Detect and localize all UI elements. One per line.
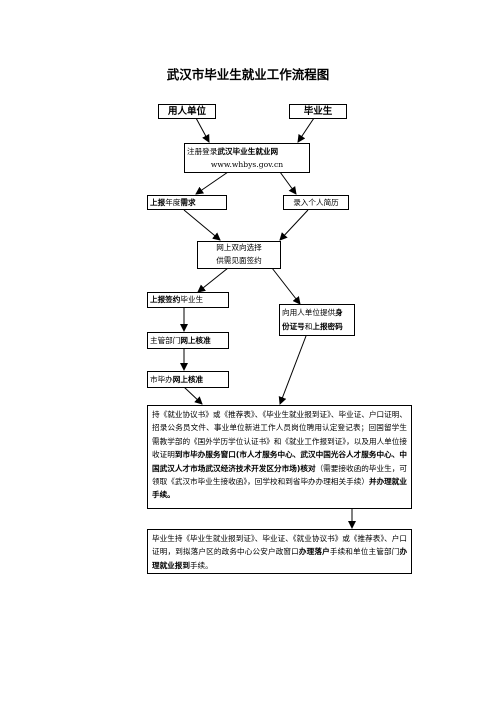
online-selection-box: 网上双向选择 供需见面签约 [197,241,281,269]
report-sign-part1: 上报签约 [150,295,181,304]
report-sign-box: 上报签约毕业生 [147,292,229,308]
employer-report-part2: 年度 [165,198,181,207]
provide-line2b: 和 [304,322,313,331]
graduate-resume-box: 录入个人简历 [283,195,349,210]
provide-id-box: 向用人单位提供身 份证号和上报密码 [279,304,355,336]
graduate-box: 毕业生 [289,104,347,119]
step2-dept: 手续和单位主管部门 [329,547,400,557]
dept-check-box: 主管部门网上核准 [147,332,229,349]
provide-line1a: 向用人单位提供 [282,308,336,317]
city-check-box: 市毕办网上核准 [147,371,229,388]
provide-line2a: 份证号 [282,322,305,331]
report-sign-part2: 毕业生 [180,295,204,304]
city-check-part2: 网上核准 [172,375,204,384]
step2-end: 手续。 [189,560,213,570]
register-url: www.whbys.gov.cn [210,160,284,169]
step1-windows: 到市毕办服务窗口(市人才服务中心、武汉中国光谷人才服务中心、中国武汉人才市场武汉… [152,450,408,473]
employer-report-box: 上报年度需求 [147,195,227,210]
provide-line1b: 身 [335,308,343,317]
step2-report: 办理就业报到 [152,547,408,570]
step1-box: 持《就业协议书》或《推荐表》、《毕业生就业报到证》、毕业证、户口证明、招录公务员… [147,405,412,509]
arrow-employer-to-register [195,117,210,143]
step1-note: （需要接收函的毕业生，可领取《武汉市毕业生接收函》，回学校和到省毕办办理相关手续… [152,463,407,487]
provide-line2c: 上报密码 [312,322,343,331]
arrow-graduate-to-register [297,117,315,143]
employer-report-part3: 需求 [180,198,196,207]
step1-finish: 并办理就业手续。 [152,477,407,500]
dept-check-part2: 网上核准 [180,336,211,345]
arrow-report-to-online [183,209,221,241]
online-line2: 供需见面签约 [216,255,262,265]
arrow-online-to-report-sign [197,267,229,293]
city-check-part1: 市毕办 [150,375,173,384]
online-line1: 网上双向选择 [216,243,262,252]
arrow-city-to-step1 [183,386,203,405]
register-site-name: 武汉毕业生就业网 [217,147,279,156]
page-title: 武汉市毕业生就业工作流程图 [166,67,330,82]
dept-check-part1: 主管部门 [150,336,181,345]
arrow-provide-to-step1 [278,335,307,405]
arrow-register-to-report [195,171,229,195]
step2-hukou: 办理落户 [298,547,330,557]
register-prefix: 注册登录 [187,147,218,156]
step2-box: 毕业生持《毕业生就业报到证》、毕业证、《就业协议书》或《推荐表》、户口证明，到拟… [147,529,412,574]
arrow-register-to-resume [279,171,297,195]
register-box: 注册登录武汉毕业生就业网 www.whbys.gov.cn [184,143,310,173]
arrow-online-to-provide [271,267,301,305]
arrow-resume-to-online [279,209,309,241]
step2-documents: 毕业生持《毕业生就业报到证》、毕业证、《就业协议书》或《推荐表》、户口证明，到拟… [152,534,407,557]
employer-box: 用人单位 [158,104,216,119]
employer-report-part1: 上报 [150,198,166,207]
step1-documents: 持《就业协议书》或《推荐表》、《毕业生就业报到证》、毕业证、户口证明、招录公务员… [152,410,407,460]
